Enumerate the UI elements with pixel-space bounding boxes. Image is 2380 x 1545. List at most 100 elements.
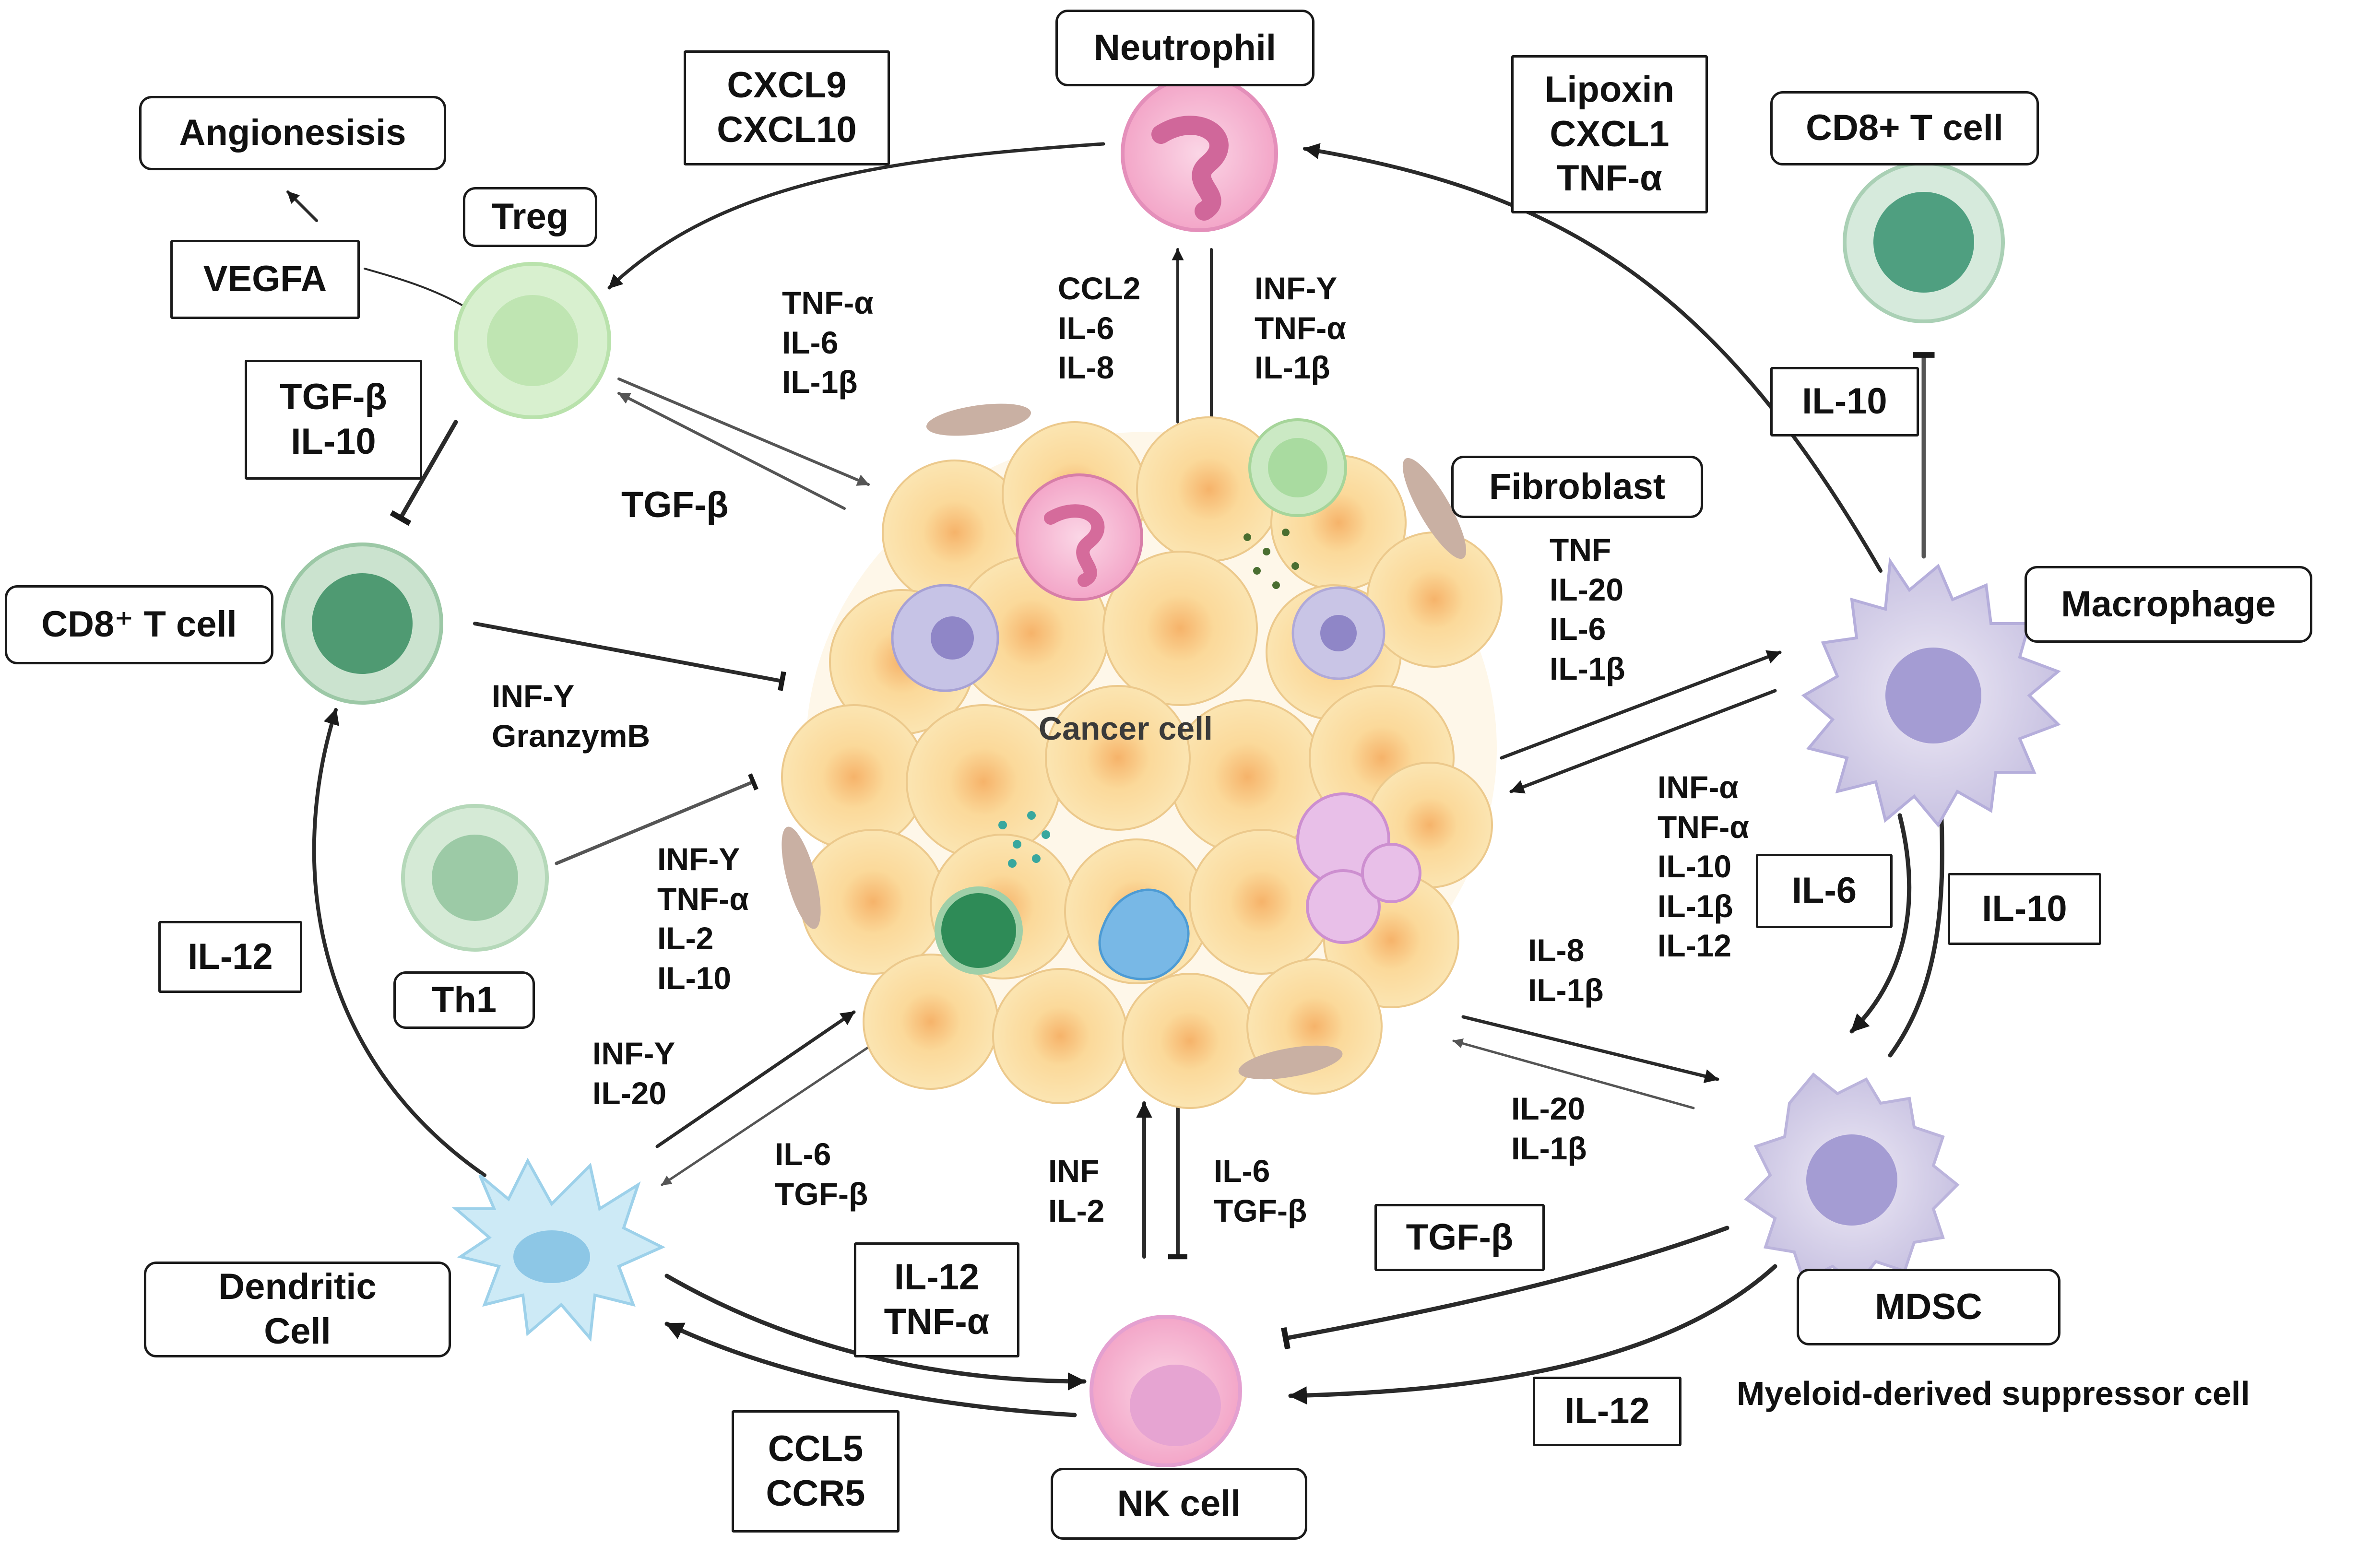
factor: IL-10 (657, 960, 732, 996)
ccl5-ccr5-box: CCL5 CCR5 (732, 1410, 900, 1533)
il6-right-box: IL-6 (1756, 854, 1893, 928)
factor: TNF-α (1255, 310, 1346, 346)
factor: INF-Y (592, 1036, 675, 1071)
factor: IL-20 (1550, 571, 1624, 607)
fibroblast-to-macrophage-factors: TNF IL-20 IL-6 IL-1β (1550, 530, 1625, 688)
th1-cell (401, 804, 549, 952)
cancer-to-nk-factors: IL-6 TGF-β (1214, 1151, 1307, 1230)
factor: GranzymB (492, 718, 651, 754)
dendritic-to-cancer-factors: INF-Y IL-20 (592, 1034, 675, 1113)
th1-to-cancer-factors: INF-Y TNF-α IL-2 IL-10 (657, 839, 749, 998)
tnfa-nk-text: TNF-α (884, 1301, 990, 1342)
factor: IL-20 (1511, 1091, 1586, 1126)
il12-bottom-box: IL-12 (1533, 1377, 1681, 1446)
factor: INF (1048, 1153, 1100, 1189)
macrophage-cell (1801, 557, 2061, 828)
il12-tnfa-box: IL-12 TNF-α (854, 1242, 1019, 1357)
mdsc-full-name: Myeloid-derived suppressor cell (1737, 1375, 2250, 1412)
factor: IL-6 (1550, 611, 1606, 647)
arc-dendritic-to-cd8 (312, 708, 486, 1177)
il12-left-box: IL-12 (158, 921, 302, 993)
factor: IL-6 (1214, 1153, 1270, 1189)
factor: IL-2 (1048, 1192, 1105, 1228)
factor: IL-1β (1658, 888, 1733, 924)
th1-label: Th1 (393, 971, 535, 1029)
cd8-t-cell-left-label: CD8⁺ T cell (5, 585, 273, 664)
cxcl9-cxcl10-box: CXCL9 CXCL10 (684, 50, 890, 165)
dendritic-cell (451, 1157, 666, 1342)
cd8-to-cancer-factors: INF-Y GranzymB (492, 676, 650, 755)
neutrophil-to-cancer-factors: INF-Y TNF-α IL-1β (1255, 269, 1346, 388)
arc-treg-to-vegfa (364, 268, 466, 308)
factor: INF-Y (492, 678, 575, 714)
cancer-to-dendritic-factors: IL-6 TGF-β (775, 1134, 868, 1214)
cxcl10-text: CXCL10 (717, 109, 857, 150)
factor: IL-1β (782, 364, 858, 400)
tnfa-text: TNF-α (1557, 158, 1662, 199)
factor: IL-12 (1658, 928, 1732, 963)
tgfb-il10-box: TGF-β IL-10 (245, 360, 422, 480)
vegfa-text: VEGFA (203, 259, 327, 300)
factor: INF-α (1658, 769, 1739, 805)
dendritic-label-line1: Dendritic (218, 1266, 377, 1308)
tgfb-text: TGF-β (280, 377, 387, 418)
cd8-right-cell (1843, 161, 2005, 323)
cd8-t-cell-top-label: CD8+ T cell (1770, 91, 2039, 165)
nk-cell-label: NK cell (1051, 1468, 1307, 1540)
angiogenesis-label: Angionesisis (139, 96, 446, 170)
arc-macrophage-to-neutrophil (1303, 143, 1883, 573)
factor: IL-2 (657, 920, 714, 956)
cancer-cluster (781, 403, 1503, 1109)
factor: IL-6 (782, 324, 839, 360)
treg-label: Treg (463, 187, 597, 247)
il12-bottom-text: IL-12 (1564, 1391, 1650, 1432)
factor: IL-10 (1658, 849, 1732, 884)
cd8-left-cell (281, 543, 443, 705)
dendritic-cell-label: Dendritic Cell (144, 1262, 451, 1357)
arc-vegfa-to-angiogenesis (286, 190, 318, 222)
lipoxin-box: Lipoxin CXCL1 TNF-α (1511, 55, 1708, 213)
tgfb-mdsc-text: TGF-β (1406, 1216, 1514, 1258)
factor: IL-1β (1550, 650, 1625, 686)
treg-cell (454, 262, 611, 419)
arc-neutrophil-to-treg (607, 142, 1105, 290)
ccr5-text: CCR5 (766, 1473, 865, 1514)
outer-arcs (286, 142, 1935, 1417)
macrophage-label: Macrophage (2025, 566, 2312, 643)
cluster-arrows (473, 248, 1949, 1260)
factor: TNF-α (1658, 809, 1749, 845)
factor: IL-8 (1528, 932, 1585, 968)
factor: IL-6 (775, 1136, 831, 1172)
factor: TGF-β (775, 1176, 868, 1212)
nk-to-cancer-factors: INF IL-2 (1048, 1151, 1104, 1230)
factor: TNF-α (657, 881, 749, 917)
cancer-to-neutrophil-factors: CCL2 IL-6 IL-8 (1058, 269, 1140, 388)
il12-text: IL-12 (894, 1257, 980, 1298)
lipoxin-text: Lipoxin (1544, 69, 1675, 110)
treg-to-cancer-factors: TNF-α IL-6 IL-1β (782, 283, 874, 402)
neutrophil-cell (1121, 75, 1278, 232)
factor: IL-1β (1255, 350, 1330, 385)
il10-right-text: IL-10 (1982, 888, 2067, 929)
cxcl1-text: CXCL1 (1550, 113, 1670, 154)
neutrophil-label: Neutrophil (1055, 10, 1314, 86)
factor: CCL2 (1058, 271, 1141, 306)
factor: TNF-α (782, 285, 874, 320)
factor: IL-1β (1511, 1130, 1587, 1166)
nk-cell (1089, 1315, 1242, 1467)
mdsc-label: MDSC (1797, 1269, 2060, 1345)
factor: INF-Y (657, 841, 740, 877)
il12-left-text: IL-12 (188, 936, 273, 977)
factor: TGF-β (1214, 1192, 1307, 1228)
mdsc-cell (1744, 1072, 1960, 1288)
il10-cd8-text: IL-10 (1802, 381, 1887, 422)
mdsc-to-cancer-factors: IL-20 IL-1β (1511, 1089, 1587, 1168)
arc-mdsc-to-nk-inhibit (1281, 1226, 1729, 1350)
factor: IL-8 (1058, 350, 1114, 385)
arc-nk-to-dendritic (664, 1321, 1077, 1417)
factor: IL-20 (592, 1075, 667, 1111)
tgfb-mdsc-box: TGF-β (1374, 1204, 1545, 1271)
factor: TNF (1550, 532, 1611, 567)
